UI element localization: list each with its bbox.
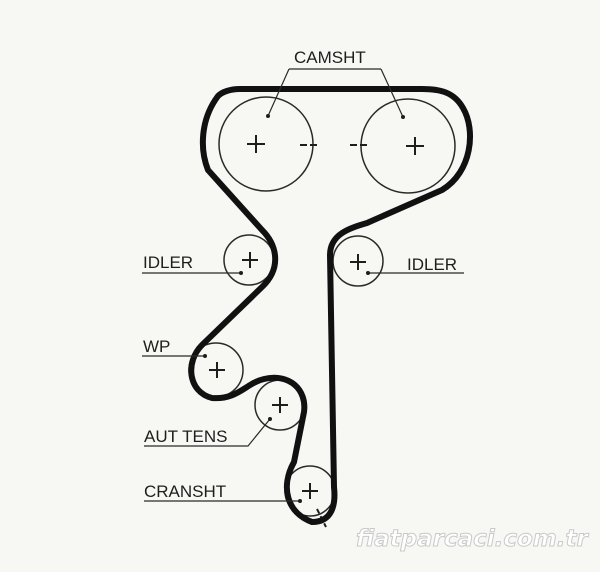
camshaft-pulley-left	[218, 96, 314, 192]
water-pump-label: WP	[143, 337, 170, 356]
idler-left-label: IDLER	[143, 253, 193, 272]
pulley-center-marks	[209, 135, 424, 499]
timing-belt	[188, 86, 474, 525]
crankshaft-label: CRANSHT	[144, 482, 226, 501]
auto-tensioner-label: AUT TENS	[144, 427, 227, 446]
camshaft-label: CAMSHT	[294, 48, 366, 67]
watermark: fiatparcaci.com.tr	[356, 526, 589, 552]
idler-right-label: IDLER	[407, 255, 457, 274]
leader-lines	[142, 68, 464, 502]
leader-dots	[203, 114, 405, 503]
